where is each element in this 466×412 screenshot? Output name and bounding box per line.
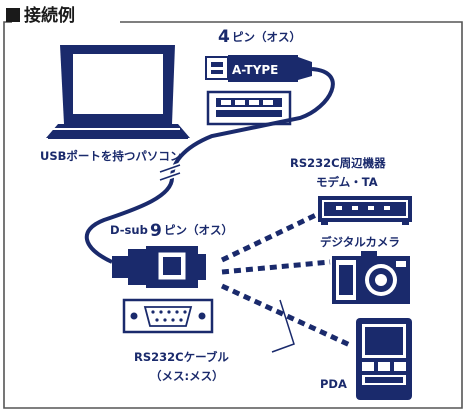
- modem-icon: [318, 196, 412, 225]
- dsub-pin-number: 9: [150, 221, 162, 241]
- diagram-title: 接続例: [24, 5, 75, 26]
- usb-plug-icon: [205, 55, 312, 82]
- dsub-port-icon: [122, 298, 214, 334]
- cable-label-line2: （メス:メス）: [150, 369, 224, 383]
- device-label-camera: デジタルカメラ: [320, 235, 400, 249]
- rs232c-cables: [220, 211, 354, 349]
- cable-label-leader: [271, 299, 295, 353]
- dsub-pin-suffix: ピン（オス）: [164, 223, 233, 237]
- dsub-connector-icon: [112, 246, 206, 288]
- pda-icon: [356, 318, 412, 400]
- usb-type-label: A-TYPE: [232, 63, 278, 77]
- diagram-frame: [3, 21, 463, 409]
- usb-port-icon: [206, 90, 292, 126]
- device-label-pda: PDA: [320, 377, 347, 391]
- camera-icon: [332, 251, 410, 304]
- cable-label-line1: RS232Cケーブル: [134, 350, 229, 364]
- usb-pin-suffix: ピン（オス）: [232, 30, 301, 44]
- usb-cable: [84, 67, 335, 264]
- devices-heading: RS232C周辺機器: [290, 156, 386, 170]
- laptop-label: USBポートを持つパソコン: [40, 149, 181, 163]
- usb-pin-label: 4 ピン（オス）: [218, 27, 301, 47]
- dsub-pin-label: D-sub 9 ピン（オス）: [110, 221, 233, 241]
- device-label-modem: モデム・TA: [316, 175, 378, 189]
- laptop-icon: [46, 45, 190, 139]
- title-bullet-icon: [6, 8, 20, 22]
- usb-pin-number: 4: [218, 27, 230, 47]
- dsub-prefix: D-sub: [110, 223, 148, 237]
